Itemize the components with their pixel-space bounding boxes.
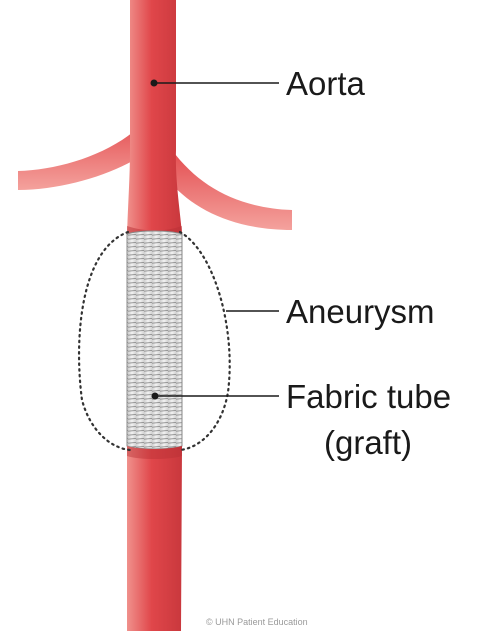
copyright-credit: © UHN Patient Education [206,617,308,627]
graft-leader-dot [152,393,159,400]
fabric-graft-tube [127,231,182,449]
graft-label-line1: Fabric tube [286,378,451,415]
graft-label-line2: (graft) [324,424,412,461]
upper-aorta [127,0,182,234]
right-branch-artery [170,150,292,230]
aneurysm-label: Aneurysm [286,293,435,330]
lower-aorta [127,446,182,631]
aorta-leader-dot [151,80,158,87]
aorta-label: Aorta [286,65,366,102]
